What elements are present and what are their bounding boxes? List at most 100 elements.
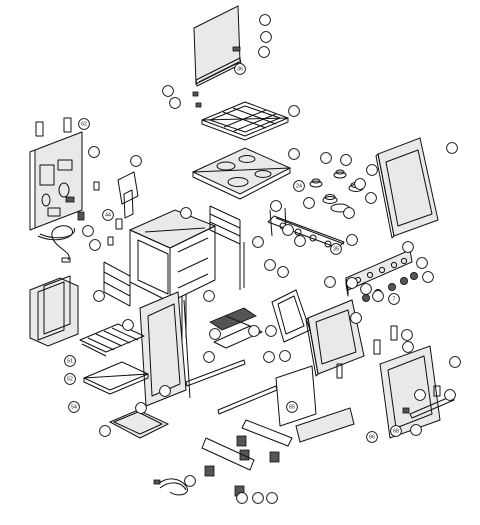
- callout-number: 35: [333, 246, 339, 252]
- base-rail-part: [201, 419, 293, 471]
- callout-number: 24: [296, 183, 302, 189]
- fitting-part: [77, 181, 123, 246]
- callout: [263, 351, 275, 363]
- callout-circle: [402, 241, 414, 253]
- wall-bracket-part: [239, 242, 245, 290]
- control-panel-part: [345, 249, 413, 297]
- side-rail-part: [103, 261, 131, 307]
- callout-circle: [320, 152, 332, 164]
- callout: [130, 155, 142, 167]
- callout: [203, 290, 215, 302]
- callout-circle: [402, 341, 414, 353]
- heating-element-part: [209, 307, 263, 349]
- callout: [122, 319, 134, 331]
- callout: [346, 234, 358, 246]
- callout: 66: [366, 431, 378, 443]
- door-frame-part: [139, 291, 191, 407]
- callout: [366, 164, 378, 176]
- callout: [203, 351, 215, 363]
- callout-circle: [88, 146, 100, 158]
- callout-circle: [350, 312, 362, 324]
- callout-circle: [263, 351, 275, 363]
- callout-circle: [288, 148, 300, 160]
- callout-circle: [203, 290, 215, 302]
- callout: 52: [64, 373, 76, 385]
- callout-number: 66: [369, 434, 375, 440]
- callout: 7: [388, 293, 400, 305]
- callout-circle: [180, 207, 192, 219]
- callout-circle: [93, 290, 105, 302]
- callout: [410, 424, 422, 436]
- callout-circle: [258, 46, 270, 58]
- foot-part: [204, 435, 280, 497]
- callout-circle: [277, 266, 289, 278]
- callout: [449, 356, 461, 368]
- callout-number: 52: [67, 376, 73, 382]
- callout: [446, 142, 458, 154]
- callout: [265, 325, 277, 337]
- callout: [320, 152, 332, 164]
- callout-circle: [135, 402, 147, 414]
- upper-door-part: [375, 137, 439, 239]
- callout: 54: [68, 401, 80, 413]
- callout-number: 44: [105, 212, 111, 218]
- callout-circle: [340, 154, 352, 166]
- drip-tray-part: [108, 409, 170, 439]
- callout: [258, 46, 270, 58]
- callout: [252, 236, 264, 248]
- callout: 44: [102, 209, 114, 221]
- callout-circle: [372, 290, 384, 302]
- bracket-part: [35, 117, 72, 137]
- callout-circle: [184, 475, 196, 487]
- callout-circle: [130, 155, 142, 167]
- callout: [169, 97, 181, 109]
- door-hinge-part: [336, 325, 441, 397]
- callout-number: 54: [71, 404, 77, 410]
- callout: [209, 328, 221, 340]
- callout-circle: [330, 243, 342, 255]
- shield-bracket-part: [117, 171, 139, 219]
- callout-circle: [343, 207, 355, 219]
- callout: [260, 31, 272, 43]
- callout-circle: [265, 325, 277, 337]
- callout-circle: [360, 283, 372, 295]
- callout-circle: [446, 142, 458, 154]
- callout: [264, 259, 276, 271]
- callout-circle: [169, 97, 181, 109]
- callout: [354, 178, 366, 190]
- callout: [259, 14, 271, 26]
- callout: [180, 207, 192, 219]
- side-rail-part: [209, 205, 241, 245]
- callout-circle: [366, 431, 378, 443]
- callout: [279, 350, 291, 362]
- back-panel-part: [29, 131, 83, 231]
- callout: 62: [78, 118, 90, 130]
- callout: [365, 192, 377, 204]
- pan-support-grid-part: [201, 101, 289, 141]
- callout-circle: [401, 329, 413, 341]
- callout-circle: [159, 385, 171, 397]
- callout-circle: [416, 257, 428, 269]
- cover-lid-part: [193, 5, 242, 87]
- callout-circle: [162, 85, 174, 97]
- callout-circle: [264, 259, 276, 271]
- callout: [248, 325, 260, 337]
- callout: [270, 200, 282, 212]
- callout-circle: [68, 401, 80, 413]
- wiring-harness-part: [153, 478, 188, 496]
- callout: [414, 389, 426, 401]
- drawer-front-part: [295, 407, 355, 443]
- callout-circle: [270, 200, 282, 212]
- side-panel-part: [271, 289, 311, 343]
- callout-number: 62: [81, 121, 87, 127]
- callout-circle: [82, 225, 94, 237]
- callout: [324, 276, 336, 288]
- callout-circle: [236, 492, 248, 504]
- callout: [282, 224, 294, 236]
- callout-number: 65: [289, 404, 295, 410]
- oven-rack-part: [79, 323, 145, 357]
- gas-manifold-part: [267, 207, 345, 249]
- callout-circle: [303, 197, 315, 209]
- callout-circle: [444, 389, 456, 401]
- callout: [252, 492, 264, 504]
